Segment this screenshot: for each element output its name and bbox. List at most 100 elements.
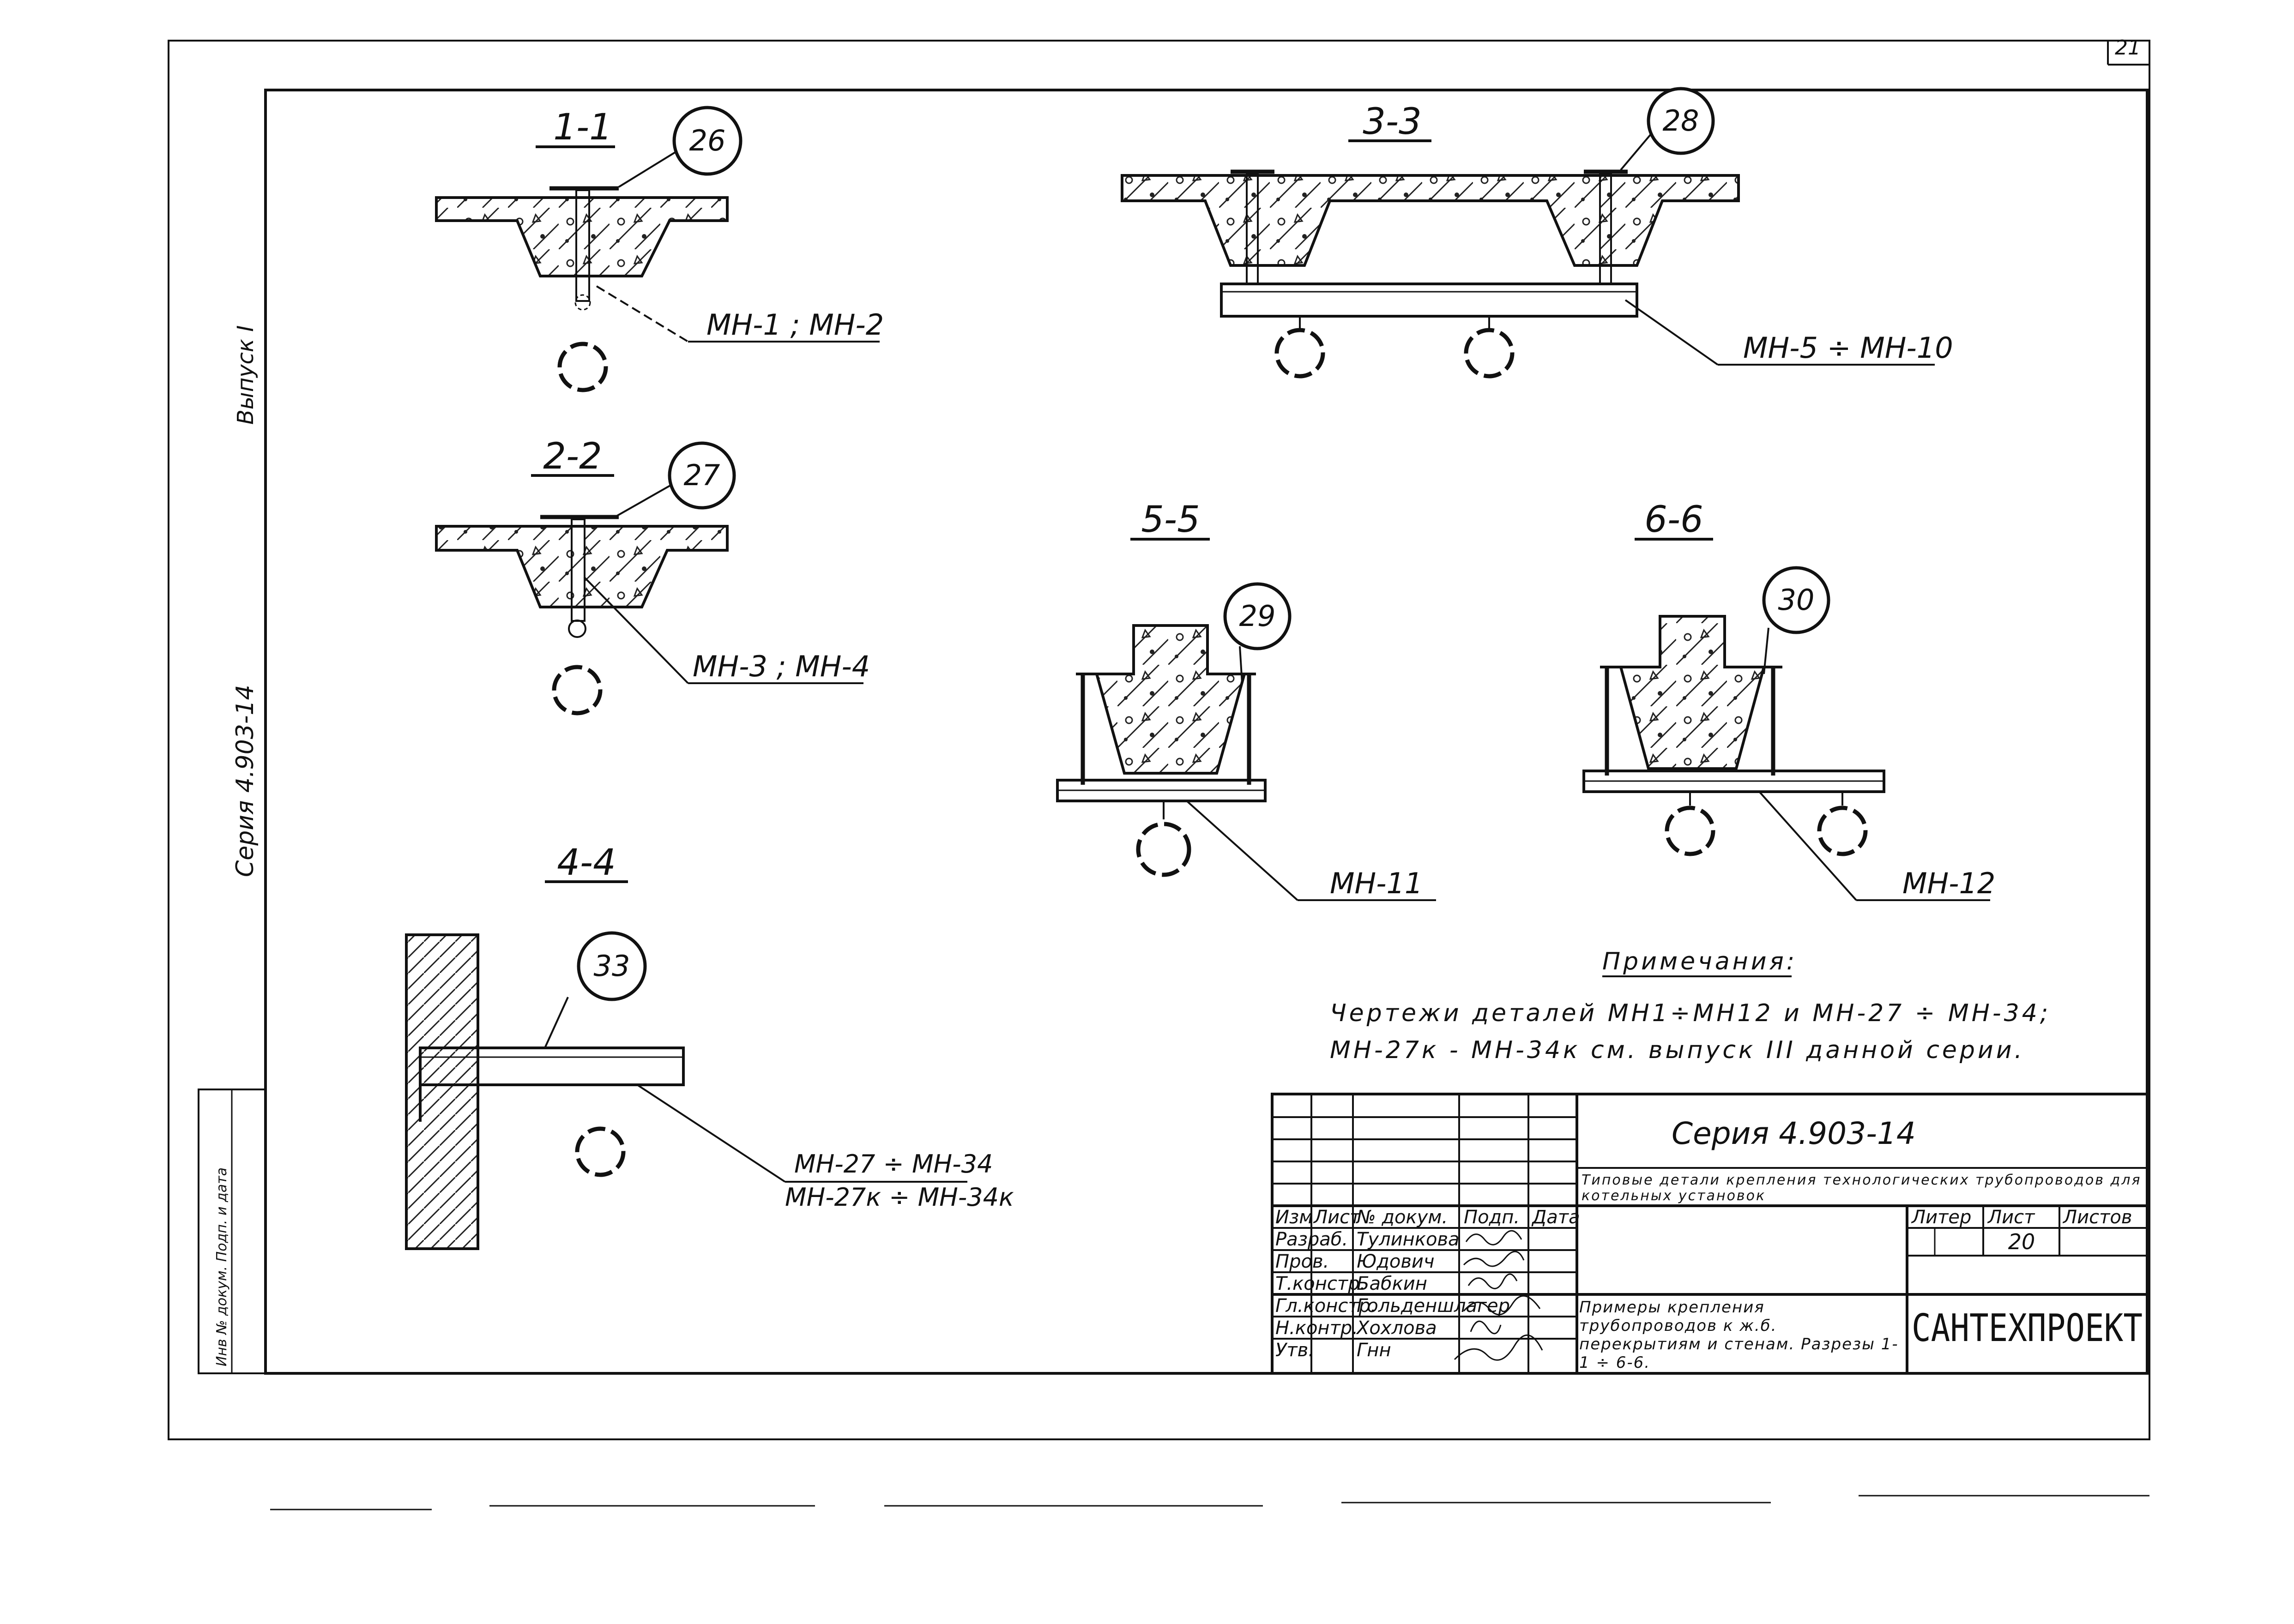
section-2-2: 2-2 27 МН-3 ; МН-4 xyxy=(435,436,870,716)
notes-block: Примечания: Чертежи деталей МН1÷МН12 и М… xyxy=(1330,948,2051,1064)
section-2-2-pipe xyxy=(552,665,603,716)
section-4-4-bracket xyxy=(419,1047,685,1086)
section-4-4-title: 4-4 xyxy=(557,842,616,884)
section-1-1-pipe xyxy=(557,342,608,392)
section-5-5-callout-number: 29 xyxy=(1239,599,1276,633)
section-1-1-callout-circle xyxy=(672,106,743,176)
tb-role-developer: Разраб. xyxy=(1275,1229,1348,1250)
notes-line-2: МН-27к - МН-34к см. выпуск III данной се… xyxy=(1330,1036,2025,1064)
section-1-1-slab xyxy=(435,196,729,277)
section-1-1: 1-1 26 МН-1 ; МН-2 xyxy=(435,106,884,392)
notes-line-1: Чертежи деталей МН1÷МН12 и МН-27 ÷ МН-34… xyxy=(1330,999,2051,1027)
section-1-1-callout-leader xyxy=(618,151,676,188)
section-4-4-callout-circle xyxy=(577,931,647,1001)
section-3-3-callout-number: 28 xyxy=(1663,104,1699,138)
tb-subject: Примеры крепления трубопроводов к ж.б. п… xyxy=(1579,1298,1899,1372)
tb-title: Типовые детали крепления технологических… xyxy=(1582,1173,2142,1204)
section-3-3-pipe-right xyxy=(1464,328,1515,379)
section-5-5-mark-leader xyxy=(1186,800,1298,901)
section-3-3-marks: МН-5 ÷ МН-10 xyxy=(1743,331,1953,365)
section-2-2-marks: МН-3 ; МН-4 xyxy=(693,650,870,683)
section-4-4-mark-leader xyxy=(636,1084,786,1183)
section-6-6-marks: МН-12 xyxy=(1902,866,1995,900)
section-5-5-callout-leader xyxy=(1239,646,1243,684)
outer-frame xyxy=(168,40,2150,1440)
series-side-label: Серия 4.903-14 xyxy=(231,685,259,877)
signature-developer xyxy=(1465,1230,1522,1245)
signature-norm-control xyxy=(1470,1320,1502,1335)
tb-name-tech-designer: Бабкин xyxy=(1357,1273,1427,1294)
section-3-3-mark-leader xyxy=(1624,299,1719,366)
section-2-2-callout-circle xyxy=(668,441,736,510)
section-4-4-callout-leader xyxy=(544,997,569,1048)
page-number: 21 xyxy=(2115,36,2141,60)
inner-frame xyxy=(264,89,2149,1375)
section-1-1-marks: МН-1 ; МН-2 xyxy=(706,308,884,342)
section-3-3-title: 3-3 xyxy=(1363,101,1421,143)
section-3-3-callout-leader xyxy=(1620,131,1654,171)
section-1-1-anchor-rod xyxy=(575,189,590,302)
section-6-6-title: 6-6 xyxy=(1644,499,1703,541)
section-6-6-mark-leader xyxy=(1758,791,1857,901)
tb-role-approved: Утв. xyxy=(1275,1340,1314,1361)
tb-role-checker: Пров. xyxy=(1275,1251,1329,1272)
section-4-4-marks-top: МН-27 ÷ МН-34 xyxy=(794,1149,993,1179)
section-5-5-title: 5-5 xyxy=(1141,499,1200,541)
section-1-1-hanger-eye xyxy=(574,294,591,311)
section-3-3: 3-3 28 МН-5 ÷ МН-10 xyxy=(1121,87,1953,379)
signature-chief-designer xyxy=(1463,1295,1541,1316)
tb-sheet-number: 20 xyxy=(2008,1229,2035,1254)
tb-role-norm-control: Н.контр. xyxy=(1275,1317,1358,1339)
tb-name-chief-designer: Гольденшлагер xyxy=(1357,1295,1510,1317)
tb-title-wrap: Типовые детали крепления технологических… xyxy=(1582,1173,2142,1204)
section-5-5-marks: МН-11 xyxy=(1330,866,1423,900)
tb-subject-wrap: Примеры крепления трубопроводов к ж.б. п… xyxy=(1579,1298,1899,1372)
section-1-1-callout-number: 26 xyxy=(689,124,726,157)
tb-name-checker: Юдович xyxy=(1357,1251,1435,1272)
section-2-2-title: 2-2 xyxy=(543,436,602,477)
section-5-5-pipe xyxy=(1136,822,1191,877)
section-2-2-hanger-eye xyxy=(568,620,586,638)
section-4-4-marks-bottom: МН-27к ÷ МН-34к xyxy=(785,1183,1014,1212)
signature-approved xyxy=(1454,1334,1543,1361)
section-6-6-callout-number: 30 xyxy=(1778,583,1815,617)
signature-checker xyxy=(1463,1251,1525,1267)
section-5-5: 5-5 29 МН-11 xyxy=(1056,499,1436,901)
tb-header-date: Дата xyxy=(1531,1207,1580,1228)
section-4-4-pipe xyxy=(575,1126,626,1177)
tb-stage-header-sheets: Листов xyxy=(2062,1207,2132,1228)
section-3-3-pipe-left xyxy=(1274,328,1325,379)
tb-header-sheet: Лист xyxy=(1313,1207,1361,1228)
section-3-3-traverse-beam xyxy=(1220,283,1638,318)
section-3-3-callout-circle xyxy=(1647,87,1715,155)
section-6-6-pipe-right xyxy=(1817,806,1868,856)
section-6-6-pipe-left xyxy=(1665,806,1715,856)
tb-stage-header-letter: Литер xyxy=(1911,1207,1971,1228)
tb-role-tech-designer: Т.констр. xyxy=(1275,1273,1365,1294)
section-3-3-slab xyxy=(1121,174,1740,267)
inventory-stamp-text: Инв № докум. Подп. и дата xyxy=(214,1167,230,1366)
section-6-6-beam xyxy=(1619,615,1766,770)
section-4-4: 4-4 33 МН-27 ÷ МН-34 МН-27к ÷ МН-34к xyxy=(405,842,1014,1250)
tb-header-sign: Подп. xyxy=(1464,1207,1520,1228)
issue-side-label: Выпуск I xyxy=(233,325,259,425)
tb-stage-header-sheet: Лист xyxy=(1987,1207,2035,1228)
section-2-2-slab xyxy=(435,525,729,608)
tb-name-norm-control: Хохлова xyxy=(1356,1317,1437,1339)
tb-role-chief-designer: Гл.констр. xyxy=(1275,1295,1376,1317)
tb-name-approved: Гнн xyxy=(1357,1340,1391,1361)
tb-header-doc: № докум. xyxy=(1356,1207,1448,1228)
section-5-5-beam xyxy=(1095,624,1246,775)
section-1-1-title: 1-1 xyxy=(553,107,612,148)
signature-tech-designer xyxy=(1467,1273,1518,1289)
section-6-6-callout-circle xyxy=(1762,566,1830,634)
tb-name-developer: Тулинкова xyxy=(1357,1229,1460,1250)
notes-heading: Примечания: xyxy=(1602,948,1797,975)
section-4-4-callout-number: 33 xyxy=(594,949,630,983)
title-block: Серия 4.903-14 Типовые детали крепления … xyxy=(1271,1093,2149,1375)
section-5-5-callout-circle xyxy=(1223,582,1292,650)
tb-header-change: Изм xyxy=(1275,1207,1313,1228)
title-block-frame xyxy=(1271,1093,2149,1375)
section-4-4-wall xyxy=(405,933,479,1250)
section-2-2-mark-leader xyxy=(583,576,689,684)
